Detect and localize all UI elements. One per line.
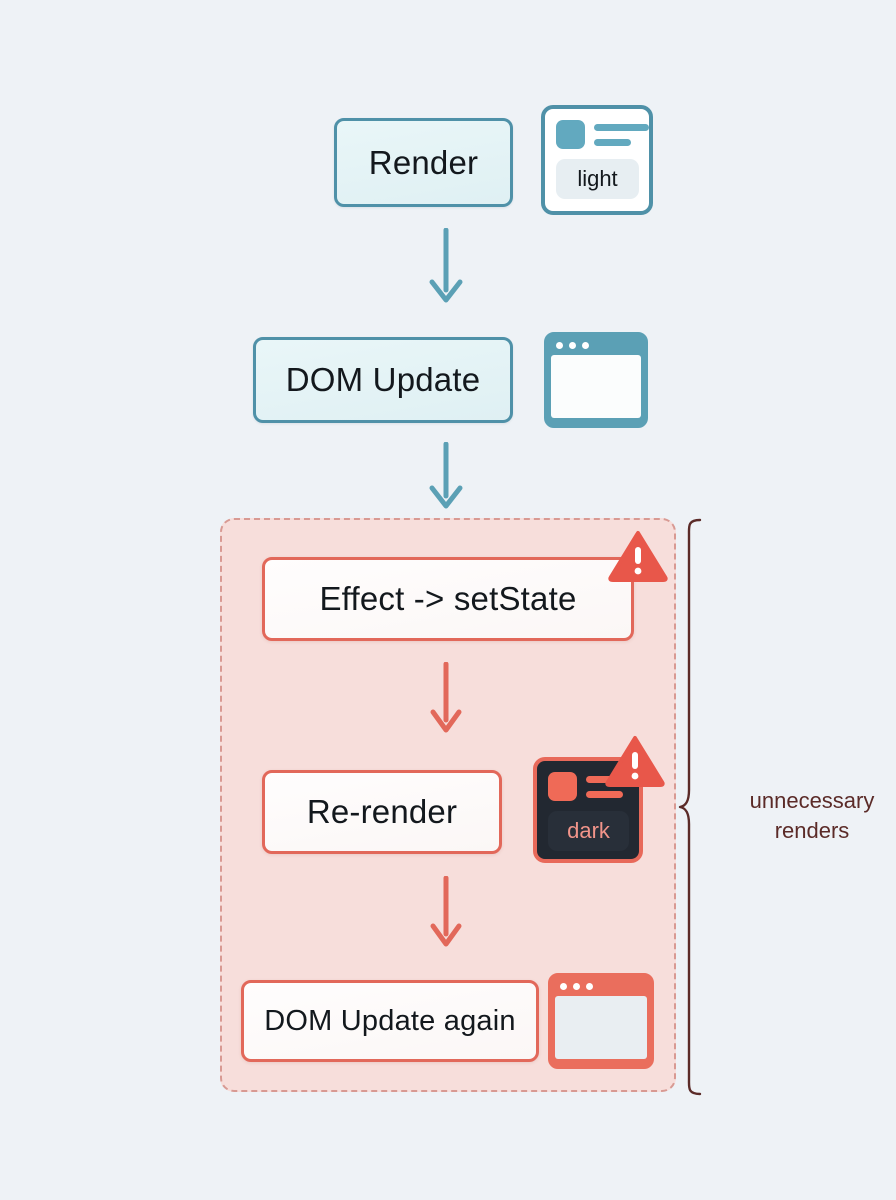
arrow-effect-to-re-render <box>430 662 462 733</box>
node-render[interactable]: Render <box>334 118 513 207</box>
warning-triangle-icon-dark-card <box>605 736 665 787</box>
text-line-short <box>586 791 623 798</box>
browser-dot-1-icon <box>560 983 567 990</box>
node-dom-update[interactable]: DOM Update <box>253 337 513 423</box>
text-line-short <box>594 139 631 146</box>
node-effect-setstate-label: Effect -> setState <box>319 580 577 617</box>
browser-dot-2-icon <box>569 342 576 349</box>
browser-viewport-red <box>555 996 647 1059</box>
avatar-square-icon <box>548 772 577 801</box>
browser-window-icon-red[interactable] <box>548 973 654 1069</box>
unnecessary-renders-brace-icon <box>678 518 702 1096</box>
brace-label-line-2: renders <box>774 818 850 843</box>
browser-dot-1-icon <box>556 342 563 349</box>
browser-titlebar-red <box>552 977 650 996</box>
browser-window-icon-teal[interactable] <box>544 332 648 428</box>
node-dom-update-label: DOM Update <box>285 361 481 398</box>
node-dom-update-again-label: DOM Update again <box>264 1004 516 1037</box>
dark-card-theme-pill: dark <box>548 811 629 851</box>
dark-card-theme-label: dark <box>567 818 610 843</box>
unnecessary-renders-label: unnecessary renders <box>712 786 896 846</box>
browser-dot-3-icon <box>582 342 589 349</box>
text-lines-icon <box>594 120 649 146</box>
light-card-theme-pill: light <box>556 159 639 199</box>
browser-viewport-teal <box>551 355 641 418</box>
node-re-render[interactable]: Re-render <box>262 770 502 854</box>
brace-label-line-1: unnecessary <box>749 788 875 813</box>
node-effect-setstate[interactable]: Effect -> setState <box>262 557 634 641</box>
node-re-render-label: Re-render <box>306 793 458 830</box>
arrow-dom-update-to-effect <box>429 442 463 509</box>
avatar-square-icon <box>556 120 585 149</box>
light-theme-card[interactable]: light <box>541 105 653 215</box>
text-line-long <box>594 124 649 131</box>
warning-triangle-icon-effect <box>608 531 668 582</box>
node-render-label: Render <box>368 143 479 181</box>
light-card-theme-label: light <box>577 166 618 191</box>
browser-dot-2-icon <box>573 983 580 990</box>
node-dom-update-again[interactable]: DOM Update again <box>241 980 539 1062</box>
arrow-render-to-dom-update <box>429 228 463 303</box>
light-card-header <box>556 120 649 149</box>
arrow-re-render-to-dom-update-again <box>430 876 462 947</box>
browser-titlebar-teal <box>548 336 644 355</box>
dark-theme-card[interactable]: dark <box>533 757 643 863</box>
browser-dot-3-icon <box>586 983 593 990</box>
